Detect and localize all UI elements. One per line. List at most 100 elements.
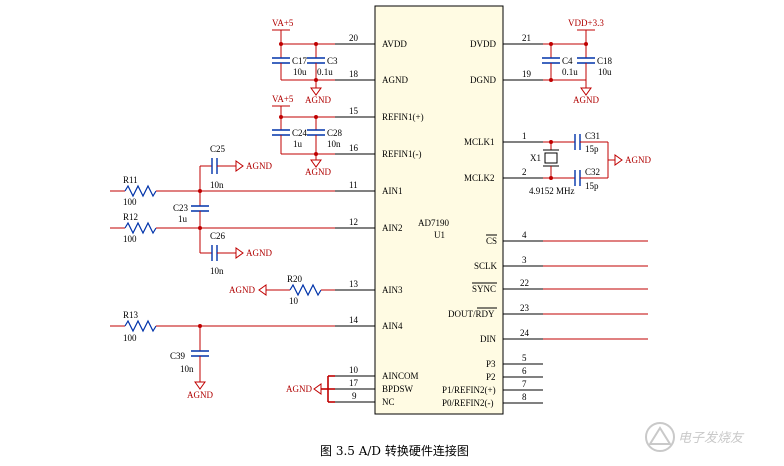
svg-text:20: 20 (349, 33, 359, 43)
svg-text:C4: C4 (562, 56, 573, 66)
svg-text:11: 11 (349, 180, 358, 190)
dvdd-section: VDD+3.3 C4 0.1u C18 10u AGND (542, 18, 613, 105)
svg-text:16: 16 (349, 143, 359, 153)
svg-text:22: 22 (520, 278, 529, 288)
svg-text:R11: R11 (123, 175, 138, 185)
svg-text:AINCOM: AINCOM (382, 371, 419, 381)
svg-text:C31: C31 (585, 131, 600, 141)
refin-section: VA+5 C24 1u C28 10n AGND (272, 94, 343, 177)
svg-text:21: 21 (522, 33, 531, 43)
svg-text:VA+5: VA+5 (272, 18, 294, 28)
svg-text:AGND: AGND (305, 95, 331, 105)
svg-text:1u: 1u (178, 214, 188, 224)
svg-text:0.1u: 0.1u (317, 67, 333, 77)
svg-text:C24: C24 (292, 128, 308, 138)
svg-text:100: 100 (123, 234, 137, 244)
svg-text:3: 3 (522, 255, 527, 265)
svg-text:14: 14 (349, 315, 359, 325)
svg-text:10n: 10n (327, 139, 341, 149)
svg-text:AIN1: AIN1 (382, 186, 403, 196)
svg-text:SCLK: SCLK (474, 261, 498, 271)
svg-text:10n: 10n (210, 266, 224, 276)
ic-body (374, 5, 504, 415)
svg-text:REFIN1(+): REFIN1(+) (382, 112, 424, 122)
svg-text:100: 100 (123, 333, 137, 343)
ic-ref: U1 (434, 230, 445, 240)
svg-text:C17: C17 (292, 56, 308, 66)
svg-text:AGND: AGND (187, 390, 213, 400)
svg-text:DVDD: DVDD (470, 39, 496, 49)
watermark-logo: 电子发烧友 (645, 422, 745, 452)
svg-text:R13: R13 (123, 310, 139, 320)
svg-text:24: 24 (520, 328, 530, 338)
svg-text:AIN2: AIN2 (382, 223, 403, 233)
svg-text:8: 8 (522, 392, 527, 402)
svg-text:X1: X1 (530, 153, 541, 163)
svg-text:CS: CS (486, 236, 497, 246)
svg-text:C23: C23 (173, 203, 189, 213)
svg-text:1u: 1u (293, 139, 303, 149)
svg-text:P1/REFIN2(+): P1/REFIN2(+) (442, 385, 496, 395)
svg-text:MCLK1: MCLK1 (464, 137, 495, 147)
svg-text:10: 10 (289, 296, 299, 306)
svg-text:10n: 10n (180, 364, 194, 374)
svg-text:AGND: AGND (246, 161, 272, 171)
svg-text:P0/REFIN2(-): P0/REFIN2(-) (442, 398, 494, 408)
svg-text:19: 19 (522, 69, 532, 79)
svg-text:DIN: DIN (480, 334, 496, 344)
aincom-section: AGND (286, 375, 335, 403)
svg-text:C25: C25 (210, 144, 226, 154)
svg-text:电子发烧友: 电子发烧友 (678, 431, 745, 446)
svg-text:10u: 10u (293, 67, 307, 77)
svg-text:VDD+3.3: VDD+3.3 (568, 18, 604, 28)
svg-text:AGND: AGND (286, 384, 312, 394)
svg-text:AIN3: AIN3 (382, 285, 403, 295)
svg-text:AGND: AGND (229, 285, 255, 295)
svg-text:AIN4: AIN4 (382, 321, 403, 331)
svg-text:17: 17 (349, 378, 359, 388)
svg-text:P3: P3 (486, 359, 496, 369)
svg-text:C32: C32 (585, 167, 600, 177)
svg-text:AGND: AGND (625, 155, 651, 165)
svg-text:AGND: AGND (573, 95, 599, 105)
svg-text:AGND: AGND (246, 248, 272, 258)
digital-lines (543, 240, 648, 340)
svg-text:1: 1 (522, 131, 527, 141)
svg-text:0.1u: 0.1u (562, 67, 578, 77)
svg-text:C39: C39 (170, 351, 186, 361)
ain12-section: R11 100 R12 100 C23 1u C25 10n AGND C26 (110, 144, 335, 276)
svg-text:7: 7 (522, 379, 527, 389)
svg-text:C3: C3 (327, 56, 338, 66)
svg-text:R20: R20 (287, 274, 303, 284)
svg-text:6: 6 (522, 366, 527, 376)
svg-text:BPDSW: BPDSW (382, 384, 414, 394)
svg-text:10u: 10u (598, 67, 612, 77)
ain4-section: R13 100 C39 10n AGND (110, 310, 335, 400)
svg-text:12: 12 (349, 217, 358, 227)
svg-text:AVDD: AVDD (382, 39, 407, 49)
svg-text:AGND: AGND (305, 167, 331, 177)
ain3-section: AGND R20 10 (229, 274, 335, 306)
svg-text:NC: NC (382, 397, 395, 407)
svg-text:100: 100 (123, 197, 137, 207)
svg-text:R12: R12 (123, 212, 138, 222)
svg-text:23: 23 (520, 303, 530, 313)
svg-text:C26: C26 (210, 231, 226, 241)
svg-text:5: 5 (522, 353, 527, 363)
svg-text:15p: 15p (585, 144, 599, 154)
avdd-section: VA+5 C17 10u C3 0.1u AGND (272, 18, 338, 105)
right-pins: 21 DVDD 19 DGND 1 MCLK1 2 MCLK2 4 CS 3 S… (442, 33, 543, 408)
svg-text:REFIN1(-): REFIN1(-) (382, 149, 422, 159)
svg-text:13: 13 (349, 279, 359, 289)
svg-text:9: 9 (352, 391, 357, 401)
svg-text:10n: 10n (210, 180, 224, 190)
svg-text:DGND: DGND (470, 75, 496, 85)
svg-text:C18: C18 (597, 56, 613, 66)
svg-text:4.9152 MHz: 4.9152 MHz (529, 186, 575, 196)
svg-text:18: 18 (349, 69, 359, 79)
figure-caption: 图 3.5 A/D 转换硬件连接图 (320, 443, 469, 458)
svg-text:2: 2 (522, 167, 527, 177)
svg-text:P2: P2 (486, 372, 496, 382)
left-pins: 20 AVDD 18 AGND 15 REFIN1(+) 16 REFIN1(-… (335, 33, 424, 407)
